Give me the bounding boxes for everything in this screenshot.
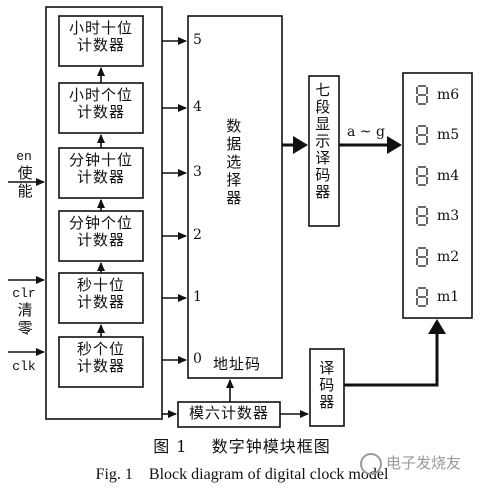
counter-minute-tens-label: 分钟十位 计数器 [59,151,143,187]
input-en: en 使能 [4,149,44,201]
digit-label: m2 [437,249,460,265]
input-signal: clr [12,286,36,301]
input-clk: clk [12,359,36,374]
mod6-counter-label: 模六计数器 [188,404,269,422]
counter-line1: 分钟个位 [68,214,133,232]
caption-cn: 图 1 数字钟模块框图 [153,437,331,456]
decoder-box [309,348,345,427]
digit-label: m1 [437,289,460,305]
counter-line1: 秒个位 [76,340,125,358]
counter-second-tens-label: 秒十位 计数器 [59,276,143,312]
watermark-text: 电子发烧友 [386,455,462,472]
seven-seg-digit-icon [416,125,428,145]
counter-line2: 计数器 [76,231,125,250]
counter-line2: 计数器 [76,293,125,312]
seven-seg-digit-icon [416,85,428,105]
digit-label: m5 [437,127,460,143]
counter-box-hour-tens [58,15,144,67]
seven-seg-decoder-box [308,75,340,227]
bus-label: a ~ g [347,124,385,140]
decoder-label: 译码器 [317,360,336,411]
port-label: 5 [193,32,202,48]
port-label: 4 [193,99,202,115]
seven-seg-decoder-label: 七段显示译码器 [313,82,332,201]
display-panel-box [402,72,473,319]
seven-seg-digit-icon [416,206,428,226]
selector-address-label: 地址码 [212,355,261,373]
selector-label: 数据选择器 [224,118,243,208]
counter-line2: 计数器 [76,36,125,55]
watermark-logo-icon [360,453,382,476]
counter-hour-units-label: 小时个位 计数器 [59,86,143,122]
watermark: 电子发烧友 [360,452,462,476]
counter-line2: 计数器 [76,357,125,376]
counter-line1: 分钟十位 [68,151,133,169]
port-label: 1 [193,289,202,305]
seven-seg-digit-icon [416,247,428,267]
counter-line1: 小时十位 [68,19,133,37]
digit-label: m4 [437,168,460,184]
seven-seg-digit-icon [416,287,428,307]
input-signal: en [16,149,32,164]
input-name: 清零 [15,301,34,338]
counter-group-box [45,6,163,420]
port-label: 3 [193,164,202,180]
port-label: 2 [193,227,202,243]
counter-line1: 小时个位 [68,86,133,104]
digit-label: m6 [437,87,460,103]
counter-second-units-label: 秒个位 计数器 [59,340,143,376]
counter-line1: 秒十位 [76,276,125,294]
counter-line2: 计数器 [76,103,125,122]
input-name: 使能 [15,164,34,201]
seven-seg-digit-icon [416,166,428,186]
counter-line2: 计数器 [76,168,125,187]
selector-box [187,15,283,379]
input-clr: clr 清零 [4,286,44,338]
counter-hour-tens-label: 小时十位 计数器 [59,19,143,55]
port-label: 0 [193,351,202,367]
counter-minute-units-label: 分钟个位 计数器 [59,214,143,250]
digit-label: m3 [437,208,460,224]
